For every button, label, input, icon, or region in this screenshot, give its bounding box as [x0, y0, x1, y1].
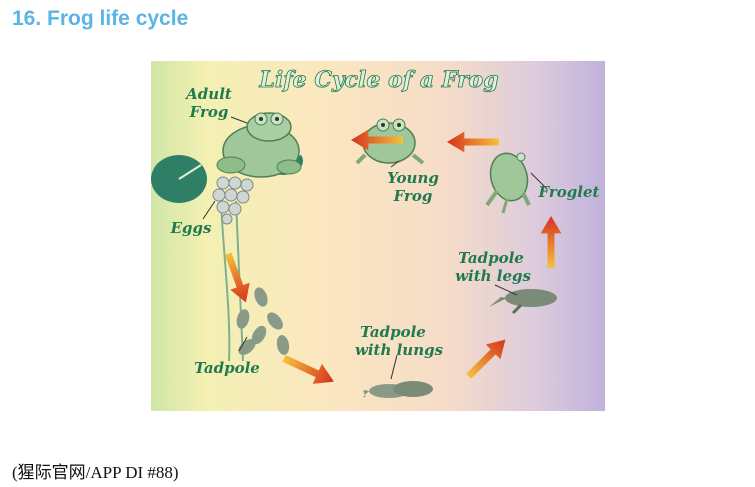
label-adult-frog-line2: Frog	[189, 103, 229, 121]
tadpoles-illustration	[236, 287, 290, 355]
tadpole-with-lungs-illustration	[363, 381, 433, 398]
label-eggs: Eggs	[170, 219, 212, 237]
diagram-title: Life Cycle of a Frog	[258, 67, 498, 93]
label-young-frog-line2: Frog	[393, 187, 433, 205]
label-young-frog-line1: Young	[387, 169, 439, 187]
froglet-illustration	[485, 152, 531, 214]
page-heading: 16. Frog life cycle	[12, 7, 189, 30]
diagram-background	[151, 61, 605, 411]
label-adult-frog-line1: Adult	[184, 85, 232, 103]
label-pointer-lines	[202, 116, 548, 380]
label-tadpole: Tadpole	[194, 359, 260, 377]
adult-frog-illustration	[216, 112, 302, 178]
source-caption: (猩际官网/APP DI #88)	[12, 463, 179, 482]
frog-life-cycle-diagram: Life Cycle of a Frog	[151, 61, 605, 411]
eggs-illustration	[212, 176, 254, 225]
stage-labels: Adult Frog Young Frog Froglet Eggs Tadpo…	[170, 85, 600, 377]
label-tadpole-lungs-line2: with lungs	[355, 341, 444, 359]
label-froglet: Froglet	[538, 183, 600, 201]
diagram-canvas: Life Cycle of a Frog	[151, 61, 605, 411]
label-tadpole-lungs-line1: Tadpole	[360, 323, 426, 341]
label-tadpole-legs-line1: Tadpole	[458, 249, 524, 267]
tadpole-with-legs-illustration	[489, 289, 557, 315]
label-tadpole-legs-line2: with legs	[455, 267, 531, 285]
